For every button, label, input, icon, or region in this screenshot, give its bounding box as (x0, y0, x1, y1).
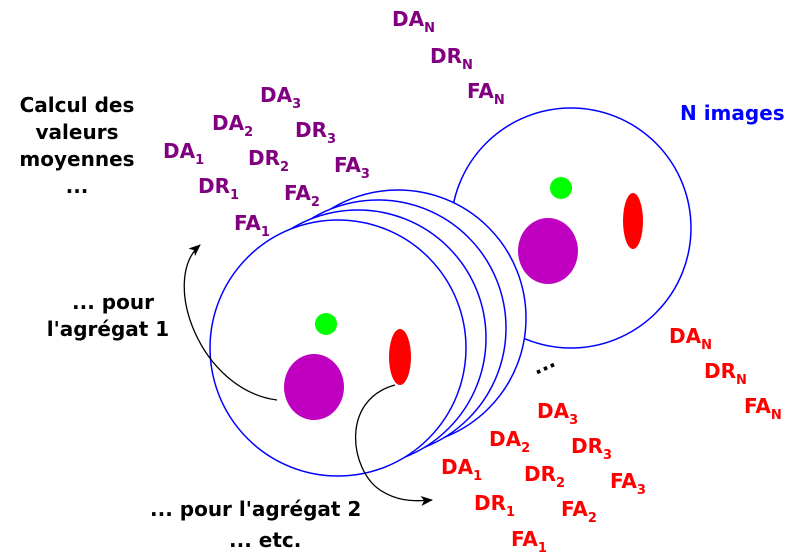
arrow-to-red-labels (355, 384, 433, 506)
red-label-da-2: DA2 (489, 427, 530, 456)
etc-text: ... etc. (229, 528, 301, 552)
red-label-dr-2: DR2 (524, 462, 565, 491)
red-label-fa-2: FA2 (561, 497, 597, 526)
purple-label-fa-n: FAN (467, 79, 505, 108)
red-label-fa-1: FA1 (511, 527, 547, 556)
left-text-line-4: ... (66, 174, 89, 198)
purple-label-group: DAN DRN FAN DA3 DA2 DR3 DA1 DR2 FA3 DR1 … (163, 7, 505, 240)
purple-label-da-3: DA3 (260, 83, 301, 112)
purple-label-fa-1: FA1 (234, 211, 270, 240)
agg2-text: ... pour l'agrégat 2 (150, 497, 361, 521)
red-label-da-3: DA3 (537, 399, 578, 428)
agg1-text-line-2: l'agrégat 1 (47, 317, 169, 341)
n-images-title: N images (680, 101, 785, 125)
red-label-dr-1: DR1 (474, 491, 515, 520)
red-blob-back (623, 193, 643, 249)
left-text-line-2: valeurs (36, 120, 119, 144)
purple-label-dr-n: DRN (430, 44, 473, 73)
agg1-text-block: ... pour l'agrégat 1 (47, 290, 169, 341)
red-label-fa-3: FA3 (610, 469, 646, 498)
magenta-blob-front (284, 354, 344, 420)
purple-label-fa-3: FA3 (334, 153, 370, 182)
purple-label-dr-2: DR2 (248, 146, 289, 175)
red-label-da-n: DAN (669, 324, 712, 353)
agg1-text-line-1: ... pour (72, 290, 154, 314)
left-text-block: Calcul des valeurs moyennes ... (19, 93, 134, 198)
red-blob-front (389, 329, 411, 385)
purple-label-da-1: DA1 (163, 139, 204, 168)
left-text-line-1: Calcul des (20, 93, 135, 117)
red-label-fa-n: FAN (744, 394, 782, 423)
purple-label-dr-3: DR3 (295, 118, 336, 147)
image-circle-1 (209, 219, 467, 477)
purple-label-da-n: DAN (392, 7, 435, 36)
red-label-dr-3: DR3 (571, 434, 612, 463)
red-label-group: DAN DRN FAN DA3 DA2 DR3 DA1 DR2 FA3 DR1 … (441, 324, 782, 556)
arrow-to-purple-labels (183, 244, 278, 401)
purple-label-dr-1: DR1 (198, 174, 239, 203)
red-label-da-1: DA1 (441, 455, 482, 484)
stack-ellipsis: ... (528, 348, 559, 379)
red-label-dr-n: DRN (704, 359, 747, 388)
purple-label-fa-2: FA2 (284, 181, 320, 210)
green-dot-front (315, 313, 337, 335)
image-stack (209, 107, 692, 477)
left-text-line-3: moyennes (19, 147, 134, 171)
magenta-blob-back (518, 218, 578, 284)
purple-label-da-2: DA2 (212, 111, 253, 140)
green-dot-back (550, 177, 572, 199)
